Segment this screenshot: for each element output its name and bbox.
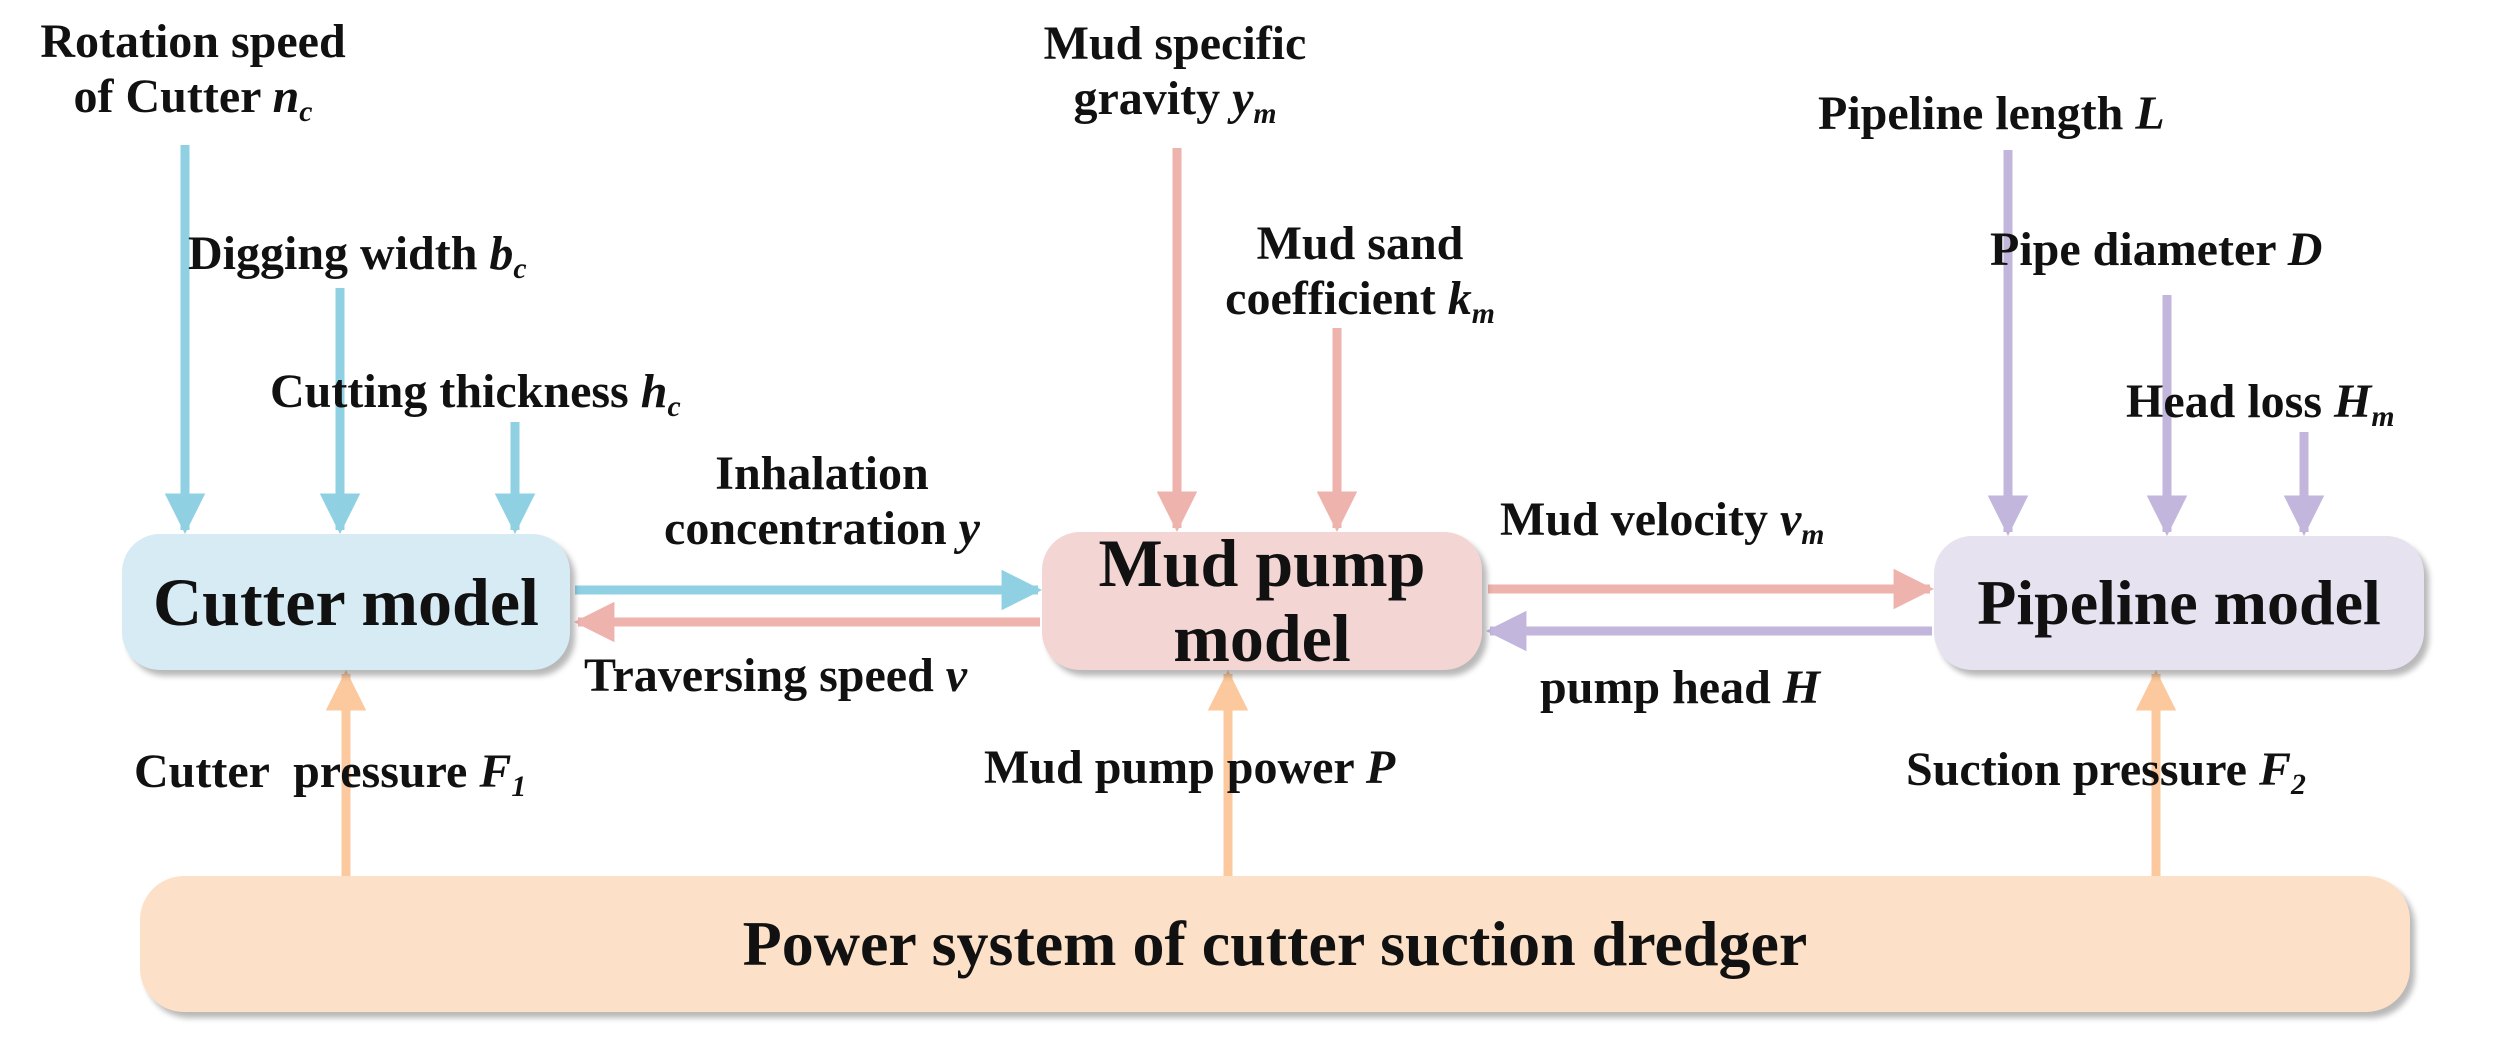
- pump-power-label: Mud pump power P: [984, 741, 1396, 794]
- pump-head-label: pump head H: [1540, 661, 1821, 714]
- mud-pump-title-line1: Mud pump: [1098, 525, 1426, 602]
- power-system-block: Power system of cutter suction dredger: [140, 876, 2410, 1012]
- mud-gravity-label: Mud specific gravity ym: [1043, 17, 1307, 131]
- mud-pump-model-block: Mud pump model: [1042, 526, 1482, 675]
- digging-width-label: Digging width bc: [188, 227, 527, 285]
- cutter-model-block: Cutter model: [122, 534, 570, 670]
- head-loss-label: Head loss Hm: [2126, 375, 2395, 433]
- traversing-speed-label: Traversing speed v: [584, 649, 968, 702]
- pipeline-model-title: Pipeline model: [1977, 566, 2381, 638]
- suction-pressure-label: Suction pressure F2: [1906, 743, 2306, 801]
- cutting-thickness-label: Cutting thickness hc: [270, 365, 681, 423]
- pipeline-length-label: Pipeline length L: [1818, 87, 2165, 140]
- pipeline-model-block: Pipeline model: [1934, 536, 2424, 670]
- power-system-title: Power system of cutter suction dredger: [742, 907, 1808, 979]
- cutter-model-title: Cutter model: [153, 563, 539, 640]
- pipe-diameter-label: Pipe diameter D: [1990, 223, 2323, 276]
- mud-pump-title-line2: model: [1173, 600, 1351, 676]
- inhalation-concentration-label: Inhalation concentration y: [664, 447, 980, 556]
- cutter-pressure-label: Cutter pressure F1: [134, 745, 527, 803]
- mud-velocity-label: Mud velocity vm: [1500, 493, 1825, 551]
- rotation-speed-label: Rotation speed of Cutter nc: [40, 15, 346, 129]
- mud-sand-label: Mud sand coefficient km: [1225, 217, 1495, 331]
